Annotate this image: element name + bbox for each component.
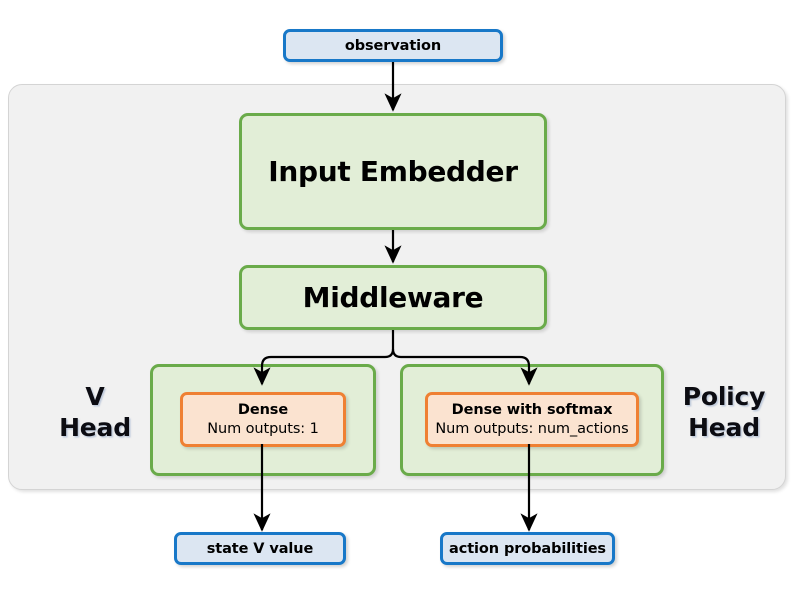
node-action-probabilities[interactable]: action probabilities [440, 532, 615, 565]
node-input-embedder-label: Input Embedder [268, 155, 518, 188]
node-state-v-value-label: state V value [206, 540, 314, 557]
node-v-head-dense-subtitle: Num outputs: 1 [207, 420, 319, 437]
group-policy-head[interactable]: Dense with softmax Num outputs: num_acti… [400, 364, 664, 476]
node-policy-head-dense-subtitle: Num outputs: num_actions [435, 420, 629, 437]
node-state-v-value[interactable]: state V value [174, 532, 346, 565]
label-policy-head: Policy Head [682, 382, 766, 442]
node-observation-label: observation [344, 37, 442, 54]
node-policy-head-dense[interactable]: Dense with softmax Num outputs: num_acti… [425, 392, 639, 447]
node-v-head-dense-title: Dense [237, 401, 289, 418]
node-policy-head-dense-title: Dense with softmax [451, 401, 613, 418]
label-v-head: V Head [59, 382, 131, 442]
node-observation[interactable]: observation [283, 29, 503, 62]
node-middleware[interactable]: Middleware [239, 265, 547, 330]
node-action-probabilities-label: action probabilities [449, 540, 606, 557]
node-input-embedder[interactable]: Input Embedder [239, 113, 547, 230]
node-middleware-label: Middleware [302, 281, 484, 314]
group-v-head[interactable]: Dense Num outputs: 1 [150, 364, 376, 476]
node-v-head-dense[interactable]: Dense Num outputs: 1 [180, 392, 346, 447]
